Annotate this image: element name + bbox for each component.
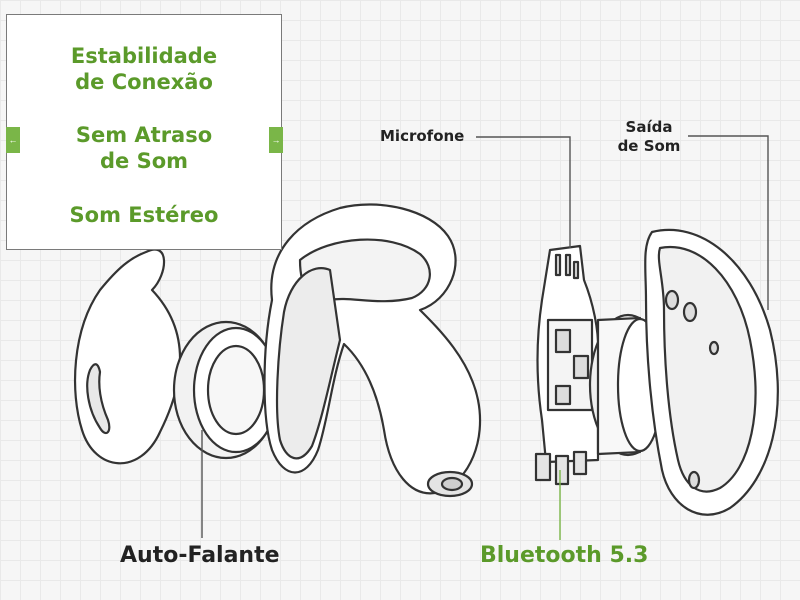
features-box: ← → Estabilidade de Conexão Sem Atraso d… xyxy=(6,14,283,250)
ear-tip-part xyxy=(73,248,182,465)
box-left-arrow-icon: ← xyxy=(6,127,20,153)
speaker-driver-part xyxy=(172,320,280,460)
bluetooth-label: Bluetooth 5.3 xyxy=(480,543,649,568)
earbud-body-part xyxy=(263,203,482,498)
outer-shell-part xyxy=(644,228,779,516)
microphone-leader-line xyxy=(476,136,571,248)
feature-stereo-sound: Som Estéreo xyxy=(69,203,219,227)
microphone-label: Microfone xyxy=(380,127,465,145)
speaker-label: Auto-Falante xyxy=(120,543,280,568)
box-right-arrow-icon: → xyxy=(269,127,283,153)
feature-connection-stability: Estabilidade de Conexão xyxy=(70,44,218,94)
circuit-board-part xyxy=(534,244,600,486)
sound-output-leader-line xyxy=(688,135,769,310)
sound-output-label: Saída de Som xyxy=(617,118,681,155)
feature-no-sound-delay: Sem Atraso de Som xyxy=(75,123,213,173)
